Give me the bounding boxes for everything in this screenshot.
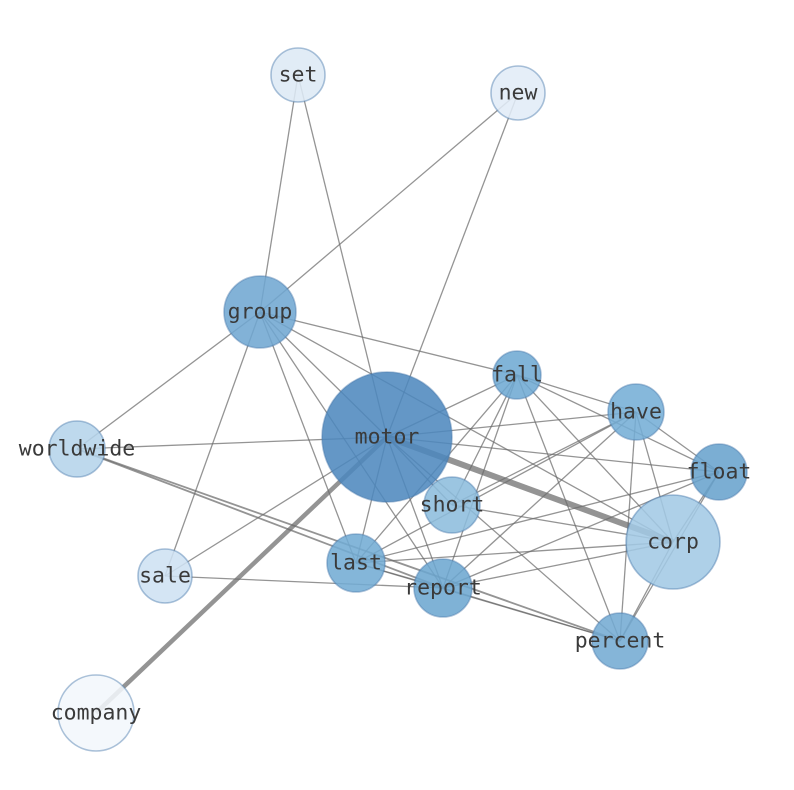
node-report (413, 558, 473, 618)
node-motor (321, 371, 453, 503)
edge-group-last (259, 311, 357, 564)
edge-have-short (451, 411, 637, 506)
node-new (490, 65, 546, 121)
edge-motor-company (94, 435, 389, 715)
edge-have-last (355, 411, 637, 564)
edge-float-report (442, 471, 720, 589)
edge-percent-report (442, 587, 621, 642)
node-company (57, 674, 135, 752)
edge-group-worldwide (76, 311, 261, 450)
edge-fall-report (442, 374, 518, 589)
edge-float-last (355, 471, 720, 564)
edge-corp-last (355, 541, 674, 564)
node-have (607, 383, 665, 441)
node-percent (591, 612, 649, 670)
node-short (423, 476, 481, 534)
node-float (690, 443, 748, 501)
edge-have-report (442, 411, 637, 589)
node-worldwide (48, 420, 106, 478)
edge-sale-report (164, 575, 444, 589)
edge-have-percent (619, 411, 637, 642)
edge-fall-percent (516, 374, 621, 642)
node-set (270, 47, 326, 103)
node-sale (137, 548, 193, 604)
edge-new-group (259, 92, 519, 313)
node-last (326, 533, 386, 593)
node-corp (625, 494, 721, 590)
edge-group-fall (259, 311, 518, 376)
edge-set-group (259, 74, 299, 313)
node-group (223, 275, 297, 349)
nodes-layer (48, 47, 748, 752)
node-fall (492, 350, 542, 400)
edge-group-corp (259, 311, 674, 543)
